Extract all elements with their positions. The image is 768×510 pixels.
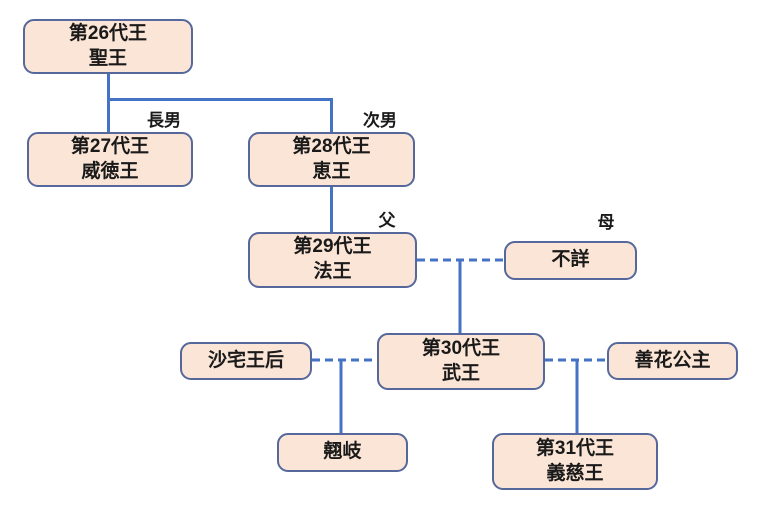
connector-king26-to-king28 xyxy=(108,98,333,132)
relation-label-eldest-son: 長男 xyxy=(147,111,181,130)
relation-label-second-son: 次男 xyxy=(363,111,397,130)
node-text: 第29代王 xyxy=(293,236,372,258)
node-mother-unknown: 不詳 xyxy=(504,241,637,280)
node-king26-seong: 第26代王 聖王 xyxy=(23,19,193,74)
node-text: 第27代王 xyxy=(70,135,150,157)
node-text: 第31代王 xyxy=(535,437,615,459)
relation-label-father: 父 xyxy=(378,211,396,230)
node-princess-seonhwa: 善花公主 xyxy=(607,342,738,380)
node-king30-mu: 第30代王 武王 xyxy=(377,333,545,390)
node-text: 善花公主 xyxy=(634,349,711,371)
relation-label-mother: 母 xyxy=(597,213,615,232)
node-queen-sataek: 沙宅王后 xyxy=(180,342,312,380)
node-text: 第28代王 xyxy=(292,135,371,157)
node-text: 不詳 xyxy=(551,249,590,271)
node-king31-uija: 第31代王 義慈王 xyxy=(492,433,658,490)
node-king28-hye: 第28代王 恵王 xyxy=(248,132,415,187)
node-text: 武王 xyxy=(441,362,480,384)
node-text: 法王 xyxy=(313,261,352,282)
node-text: 聖王 xyxy=(88,47,127,69)
node-text: 威徳王 xyxy=(81,160,139,182)
node-gyogi: 翹岐 xyxy=(277,433,408,472)
node-text: 第30代王 xyxy=(421,337,501,359)
node-text: 沙宅王后 xyxy=(207,349,284,371)
node-text: 義慈王 xyxy=(546,462,604,484)
node-text: 翹岐 xyxy=(323,441,362,463)
node-text: 第26代王 xyxy=(68,22,148,44)
node-text: 恵王 xyxy=(312,160,351,182)
node-king27-wideok: 第27代王 威徳王 xyxy=(27,132,193,187)
node-king29-beop: 第29代王 法王 xyxy=(248,232,417,288)
